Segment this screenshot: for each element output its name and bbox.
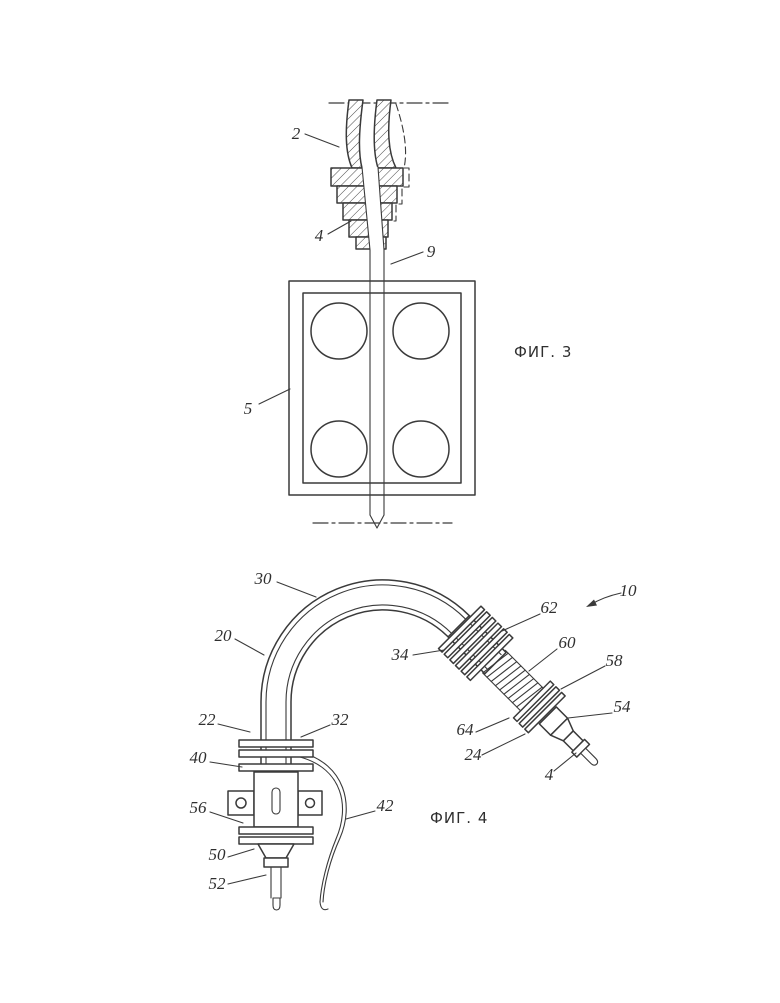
- fig4-outlet-taper: [257, 843, 295, 859]
- fig4-clamp-body: [253, 771, 299, 828]
- fig4-label-30: 30: [254, 569, 273, 588]
- fig3-leader-2: [304, 133, 340, 148]
- fig4-outlet-tip: [272, 897, 281, 911]
- fig4-leader-64: [475, 717, 510, 733]
- fig4-leader-50: [227, 848, 255, 858]
- fig4-nozzle-tip: [580, 747, 599, 766]
- fig4-label-52: 52: [209, 874, 227, 893]
- fig4-leader-54: [567, 712, 613, 719]
- fig4-label-54: 54: [614, 697, 632, 716]
- fig4-leader-58: [560, 665, 606, 690]
- fig4-bend-inner-arc: [290, 609, 449, 773]
- fig4-label-40: 40: [190, 748, 208, 767]
- fig3-roller-bottom-right: [392, 420, 450, 478]
- fig3-roller-top-right: [392, 302, 450, 360]
- fig4-mount-tab-left: [227, 790, 255, 816]
- fig4-flange-plate-lower-1: [238, 826, 314, 835]
- fig4-leader-52: [227, 874, 267, 885]
- fig4-arrow-10-head: [586, 599, 597, 607]
- fig4-cable-end: [319, 901, 329, 911]
- fig3-bore-edges: [361, 166, 385, 251]
- fig3-label-9: 9: [427, 242, 436, 261]
- fig4-label-32: 32: [331, 710, 350, 729]
- fig4-stack-plate-4: [454, 622, 503, 670]
- fig3-tube-wall-right: [373, 99, 397, 169]
- fig4-cable: [299, 751, 347, 911]
- fig4-leader-42: [345, 810, 376, 820]
- fig4-label-4: 4: [545, 765, 554, 784]
- fig4-label-24: 24: [465, 745, 483, 764]
- fig4-leader-62: [501, 613, 541, 632]
- fig3-label-2: 2: [292, 124, 301, 143]
- fig4-label-34: 34: [391, 645, 410, 664]
- fig4-leader-24: [481, 733, 526, 756]
- fig4-label-60: 60: [559, 633, 577, 652]
- fig4-spring-turns: [482, 652, 543, 708]
- fig3-leader-5: [258, 388, 291, 405]
- fig3-break-mark: [369, 514, 385, 529]
- fig4-label-42: 42: [377, 796, 395, 815]
- fig4-mount-tab-right: [297, 790, 323, 816]
- fig4-cable-line-1: [299, 751, 347, 903]
- fig3-leader-9: [390, 251, 424, 265]
- fig4-label-10: 10: [620, 581, 638, 600]
- fig4-mount-hole-right: [304, 797, 316, 809]
- fig4-leader-22: [217, 723, 251, 733]
- fig4-label-64: 64: [457, 720, 475, 739]
- fig4-stack-plate-5: [460, 628, 508, 676]
- fig4-flange-plate-upper-3: [238, 763, 314, 772]
- fig3-tube-wall-left: [345, 99, 364, 169]
- fig3-leader-4: [327, 220, 352, 235]
- fig3-caption: ФИГ. 3: [514, 343, 572, 361]
- fig4-end-plate-3: [524, 691, 566, 734]
- fig4-leader-60: [528, 648, 558, 672]
- fig3-feed-tube: [369, 249, 385, 516]
- fig3-roller-bottom-left: [310, 420, 368, 478]
- fig3-housing-outer: [288, 280, 476, 496]
- fig4-end-plate-1: [512, 680, 555, 723]
- fig4-stack-plate-3: [449, 616, 497, 665]
- fig4-label-22: 22: [199, 710, 217, 729]
- fig3-phantom-steps: [390, 167, 410, 222]
- fig4-leader-4: [553, 752, 577, 772]
- fig4-label-62: 62: [541, 598, 559, 617]
- fig4-spring-envelope: [482, 649, 545, 712]
- fig4-leader-30: [276, 581, 317, 598]
- fig4-leader-32: [300, 724, 331, 738]
- fig3-bore-channel: [362, 167, 384, 250]
- fig4-stack-plate-2: [443, 611, 491, 659]
- fig4-cable-line-2: [299, 756, 344, 903]
- fig4-bend-bore-arc-1: [265, 584, 467, 773]
- fig3-housing-inner: [302, 292, 462, 484]
- fig4-stack-plate-6: [466, 633, 514, 682]
- figure-4: 30 10 20 62 34 60 58 22 32 64 54 40 24 4…: [190, 569, 638, 911]
- fig3-phantom-curve: [395, 103, 407, 169]
- fig3-label-5: 5: [244, 399, 253, 418]
- fig3-label-4: 4: [315, 226, 324, 245]
- fig4-flange-plate-upper-2: [238, 749, 314, 758]
- fig4-bend-bore-arc-2: [285, 604, 453, 773]
- fig4-outlet-tube: [270, 866, 282, 899]
- fig4-label-50: 50: [209, 845, 227, 864]
- fig4-discharge-assembly: [437, 605, 599, 766]
- fig4-bend-outer-arc: [260, 579, 471, 773]
- figure-3: 2 4 9 5 ФИГ. 3: [244, 99, 572, 529]
- fig4-label-56: 56: [190, 798, 208, 817]
- fig4-flange-plate-lower-2: [238, 836, 314, 845]
- fig4-flange-plate-upper-1: [238, 739, 314, 748]
- fig4-clamp-slot: [271, 787, 281, 815]
- fig4-label-58: 58: [606, 651, 624, 670]
- fig3-roller-top-left: [310, 302, 368, 360]
- fig4-label-20: 20: [215, 626, 233, 645]
- fig4-end-plate-2: [518, 686, 561, 728]
- fig4-leader-20: [234, 638, 265, 656]
- fig4-outlet-collar: [263, 857, 289, 868]
- fig4-leader-34: [412, 649, 445, 656]
- fig4-mount-hole-left: [235, 797, 247, 809]
- fig4-leader-56: [209, 811, 244, 824]
- fig4-leader-40: [209, 761, 243, 768]
- fig4-caption: ФИГ. 4: [430, 809, 488, 827]
